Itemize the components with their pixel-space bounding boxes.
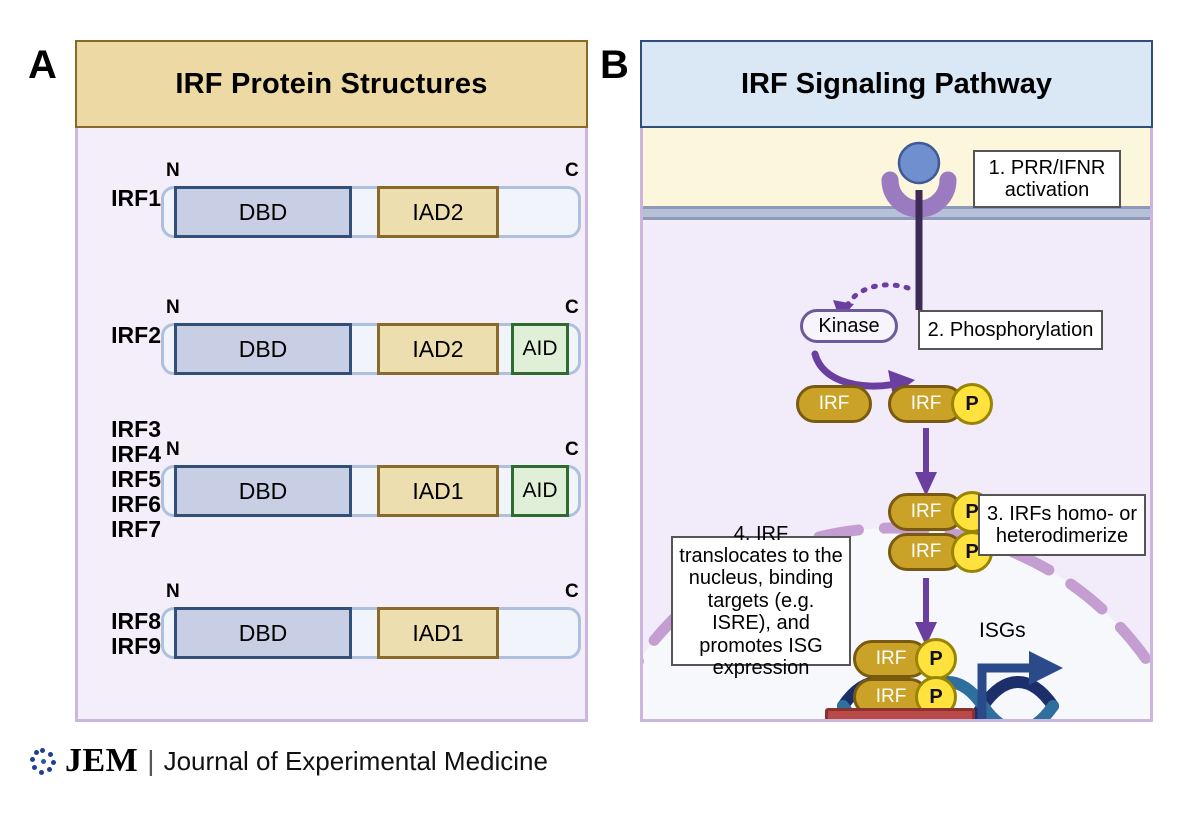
domain-dbd: DBD	[174, 186, 352, 238]
protein-backbone: DBD IAD2 AID	[161, 323, 581, 375]
protein-backbone: DBD IAD1	[161, 607, 581, 659]
panel-a-header: IRF Protein Structures	[75, 40, 588, 128]
jem-separator: |	[147, 745, 155, 776]
jem-journal-name: Journal of Experimental Medicine	[163, 745, 548, 776]
protein-row-irf8-9: IRF8 IRF9 N C DBD IAD1	[78, 581, 585, 667]
protein-backbone: DBD IAD1 AID	[161, 465, 581, 517]
domain-dbd: DBD	[174, 607, 352, 659]
callout-step-2: 2. Phosphorylation	[918, 310, 1103, 350]
receptor-icon	[881, 141, 957, 310]
protein-row-label: IRF3 IRF4 IRF5 IRF6 IRF7	[111, 416, 161, 542]
isgs-label: ISGs	[979, 619, 1026, 642]
domain-iad1: IAD1	[377, 465, 499, 517]
protein-row-irf2: IRF2 N C DBD IAD2 AID	[78, 297, 585, 383]
c-terminus-label: C	[565, 439, 579, 460]
protein-backbone: DBD IAD2	[161, 186, 581, 238]
domain-iad2: IAD2	[377, 186, 499, 238]
domain-dbd: DBD	[174, 323, 352, 375]
panel-b-body: Kinase IRF IRF P IRF P IRF	[640, 128, 1153, 722]
domain-aid: AID	[511, 323, 569, 375]
domain-iad2: IAD2	[377, 323, 499, 375]
protein-row-label: IRF1	[111, 185, 161, 211]
c-terminus-label: C	[565, 581, 579, 602]
isre-element: ISRE	[825, 708, 975, 719]
nuclear-envelope	[643, 522, 1150, 675]
panel-a-title: IRF Protein Structures	[175, 67, 488, 100]
callout-step-3: 3. IRFs homo- or heterodimerize	[978, 494, 1146, 556]
dimerization-arrow	[915, 428, 937, 496]
n-terminus-label: N	[166, 160, 180, 181]
domain-aid: AID	[511, 465, 569, 517]
domain-iad1: IAD1	[377, 607, 499, 659]
jem-logo: JEM | Journal of Experimental Medicine	[30, 742, 548, 780]
n-terminus-label: N	[166, 297, 180, 318]
isgs-transcription-arrow	[977, 651, 1063, 719]
irf-dimer-bottom: IRF	[888, 533, 964, 571]
phosphate-group: P	[951, 383, 993, 425]
n-terminus-label: N	[166, 439, 180, 460]
n-terminus-label: N	[166, 581, 180, 602]
kinase-node: Kinase	[800, 309, 898, 343]
nuclear-translocation-arrow	[915, 578, 937, 646]
c-terminus-label: C	[565, 160, 579, 181]
panel-a-body: IRF1 N C DBD IAD2 IRF2 N C DBD IAD	[75, 128, 588, 722]
protein-row-label: IRF2	[111, 322, 161, 348]
jem-wordmark: JEM	[65, 742, 139, 779]
domain-dbd: DBD	[174, 465, 352, 517]
panel-a-letter: A	[28, 43, 57, 87]
c-terminus-label: C	[565, 297, 579, 318]
irf-monomer: IRF	[796, 385, 872, 423]
callout-step-1: 1. PRR/IFNR activation	[973, 150, 1121, 208]
panel-b: IRF Signaling Pathway Kinase	[640, 40, 1153, 722]
protein-row-irf3-7: IRF3 IRF4 IRF5 IRF6 IRF7 N C DBD IAD1 AI…	[78, 417, 585, 542]
callout-step-4: 4. IRF translocates to the nucleus, bind…	[671, 523, 851, 679]
irf-dimer-top: IRF	[888, 493, 964, 531]
jem-dots-icon	[30, 748, 56, 775]
panel-b-letter: B	[600, 43, 629, 87]
panel-b-header: IRF Signaling Pathway	[640, 40, 1153, 128]
panel-a: IRF Protein Structures IRF1 N C DBD IAD2…	[75, 40, 588, 722]
protein-row-irf1: IRF1 N C DBD IAD2	[78, 160, 585, 246]
panel-b-title: IRF Signaling Pathway	[741, 67, 1052, 100]
protein-row-label: IRF8 IRF9	[111, 608, 161, 659]
